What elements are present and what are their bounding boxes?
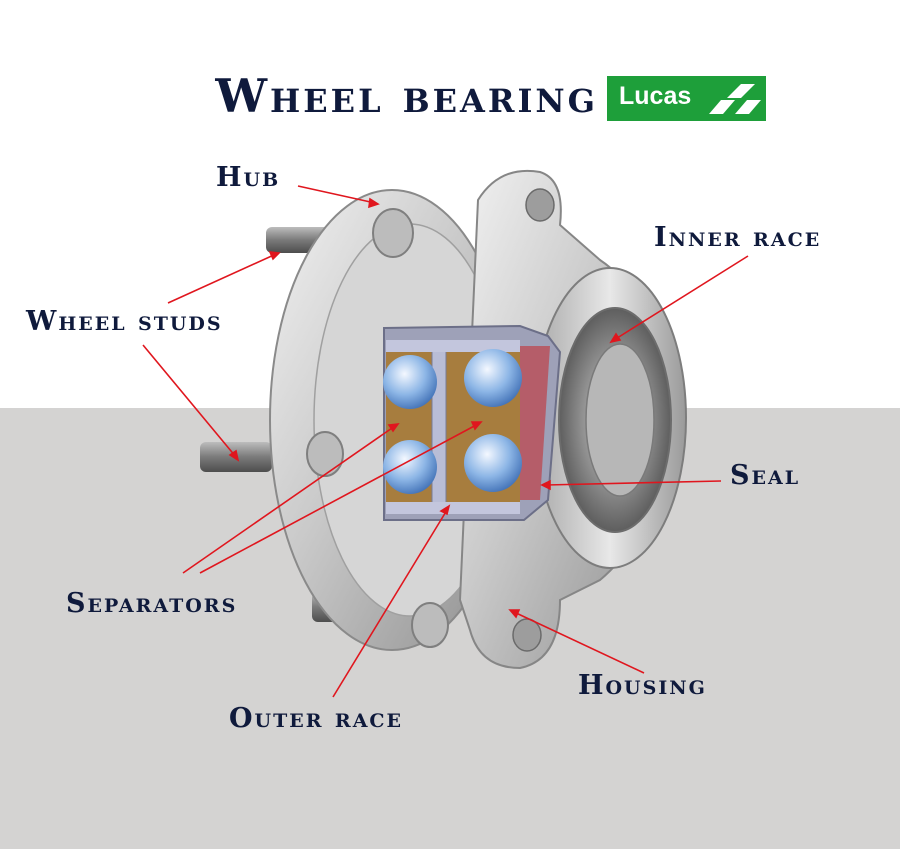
ball-bearing [383,355,437,409]
label-inner-race: Inner race [654,222,822,253]
logo-text: Lucas [619,82,692,110]
diagram-title: Wheel bearing [215,69,598,123]
leader-lines [142,185,749,698]
ball-bearing [383,440,437,494]
label-wheel-studs: Wheel studs [26,306,223,337]
lucas-logo: Lucas [607,76,766,121]
bearing-cutaway [383,324,562,521]
ball-bearing [464,434,522,492]
label-outer-race: Outer race [229,703,404,734]
label-separators: Separators [66,588,238,619]
housing [458,169,687,670]
ball-bearing [464,349,522,407]
label-hub: Hub [216,162,281,193]
label-seal: Seal [730,460,801,491]
label-housing: Housing [578,670,707,701]
logo-stripe-icon [709,84,761,114]
